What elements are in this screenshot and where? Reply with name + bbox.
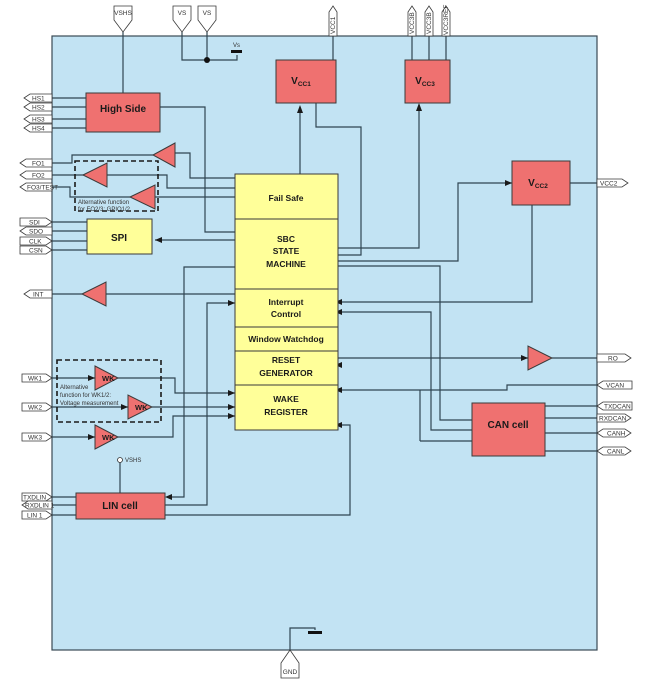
buffers: WK WK WK [80,142,554,450]
bottom-pins: GND [280,649,300,679]
svg-text:MACHINE: MACHINE [266,259,306,269]
pin-wk2: WK2 [28,405,42,412]
vs-junction-dot [204,57,210,63]
sbc-state-machine-block [234,218,339,290]
pin-int: INT [33,292,44,299]
svg-text:Control: Control [271,309,301,319]
fo-alt-note-1: Alternative function [78,200,129,206]
svg-text:VCC2: VCC2 [528,178,548,190]
arrowheads [88,103,528,500]
pin-wk1: WK1 [28,376,42,383]
pin-gnd: GND [283,669,298,676]
spi-block: SPI [86,218,153,255]
fo2-driver-icon [81,162,108,188]
wk-alt-note-2: function for WK1/2: [60,393,111,399]
svg-text:GENERATOR: GENERATOR [259,368,313,378]
pin-fo1: FO1 [32,161,45,168]
vshs-internal-label: VSHS [125,458,141,464]
wk-alt-note-1: Alternative [60,385,89,391]
svg-text:WK: WK [135,403,148,412]
vcc2-block: VCC2 [511,160,571,206]
wk3-comparator-icon [94,424,120,450]
svg-text:CAN cell: CAN cell [487,420,528,431]
pin-hs4: HS4 [32,126,45,133]
interrupt-control-block [234,288,339,328]
vs-capacitor-icon [231,50,242,53]
pin-hs1: HS1 [32,96,45,103]
fo-alt-note-2: for FO2/3: GPIO1/2 [78,207,131,213]
svg-text:REGISTER: REGISTER [264,407,307,417]
pin-rxdcan: RXDCAN [599,416,627,423]
fail-safe-block [234,173,339,220]
vs-cap-label: Vs [233,43,240,49]
svg-text:WAKE: WAKE [273,394,299,404]
pin-canh: CANH [607,431,626,438]
window-watchdog-block [234,326,339,352]
right-pins: VCC2 RO VCAN TXDCAN RXDCAN CANH CANL [596,178,633,456]
wk1-comparator-icon [94,365,120,391]
pin-fo3-test: FO3/TEST [27,185,58,192]
pin-vcc2: VCC2 [600,181,618,188]
wk-alt-function-box [56,359,162,423]
high-side-block: High Side [85,92,161,133]
pin-lin1: LIN 1 [27,513,43,520]
svg-text:High Side: High Side [100,104,147,115]
svg-text:Window Watchdog: Window Watchdog [248,334,324,344]
wake-register-block [234,384,339,431]
vshs-node-icon [117,457,123,463]
fo3-driver-icon [128,184,156,210]
top-output-pins: VCC1 VCC3B VCC3B VCC3REF [328,5,451,37]
pin-hs2: HS2 [32,105,45,112]
svg-text:Fail Safe: Fail Safe [269,193,304,203]
sbc-core-column: Fail Safe SBC STATE MACHINE Interrupt Co… [234,173,339,431]
reset-generator-block [234,350,339,386]
fo-alt-function-box [74,160,159,212]
wk2-comparator-icon [127,394,154,420]
pin-clk: CLK [29,239,42,246]
int-driver-icon [80,281,107,307]
lin-cell-block: LIN cell [75,492,166,520]
vcc1-block: VCC1 [275,59,337,104]
pin-vshs: VSHS [114,10,132,17]
pin-vcc3b-1: VCC3B [409,12,416,34]
svg-text:VCC3: VCC3 [415,76,435,88]
pin-vcc1: VCC1 [330,16,337,34]
wk-alt-note-3: Voltage measurement [60,401,119,407]
pin-csn: CSN [29,248,43,255]
pin-vs-1: VS [178,10,187,17]
pin-fo2: FO2 [32,173,45,180]
pin-vcan: VCAN [606,383,624,390]
vcc3-block: VCC3 [404,59,451,104]
fo1-driver-icon [151,142,176,168]
svg-text:STATE: STATE [273,246,300,256]
pin-txdcan: TXDCAN [604,404,631,411]
svg-text:RESET: RESET [272,355,301,365]
pin-vcc3ref: VCC3REF [443,5,450,35]
svg-text:SBC: SBC [277,234,295,244]
pin-txdlin: TXDLIN [23,495,46,502]
top-pins: VSHS VS VS [113,5,217,33]
pin-canl: CANL [607,449,625,456]
left-pins: HS1 HS2 HS3 HS4 FO1 FO2 FO3/TEST SDI SDO… [19,93,58,520]
gnd-symbol-icon [308,631,322,634]
svg-text:VCC1: VCC1 [291,76,311,88]
pin-ro: RO [608,356,618,363]
svg-text:WK: WK [102,433,115,442]
svg-text:WK: WK [102,374,115,383]
svg-text:SPI: SPI [111,233,127,244]
pin-vs-2: VS [203,10,212,17]
ro-driver-icon [527,345,554,371]
pin-hs3: HS3 [32,117,45,124]
pin-vcc3b-2: VCC3B [426,12,433,34]
pin-sdi: SDI [29,220,40,227]
svg-text:LIN cell: LIN cell [102,501,138,512]
can-cell-block: CAN cell [471,402,546,457]
wires [52,32,597,650]
svg-text:Interrupt: Interrupt [269,297,304,307]
pin-wk3: WK3 [28,435,42,442]
pin-rxdlin1: RXDLIN 1 [25,503,55,510]
pin-sdo: SDO [29,229,43,236]
